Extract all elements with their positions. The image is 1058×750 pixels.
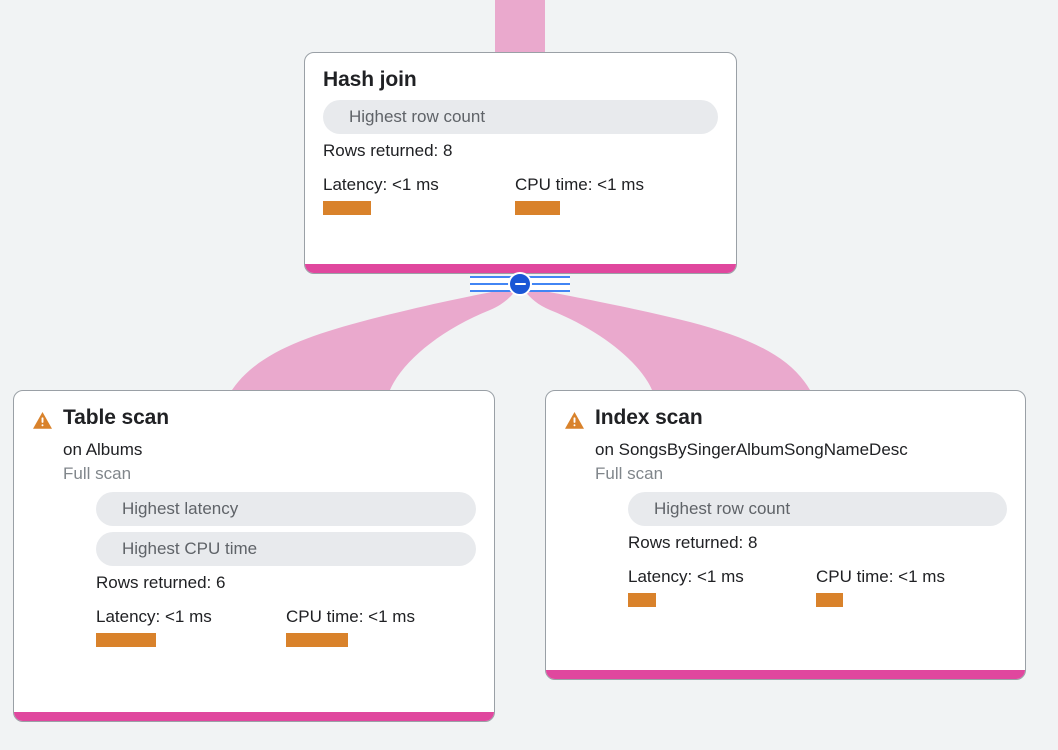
node-headings: Table scan on Albums Full scan [63,405,476,485]
metric-cpu-time-label: CPU time: <1 ms [286,607,415,626]
node-metrics: Latency: <1 ms CPU time: <1 ms [628,567,1007,607]
node-header: Table scan on Albums Full scan [32,405,476,485]
node-header: Hash join [323,67,718,93]
metric-latency-bar [96,633,156,647]
metric-latency-label: Latency: <1 ms [96,607,212,626]
metric-latency-label: Latency: <1 ms [628,567,744,586]
edge-hash-join-to-index-scan [524,288,810,390]
metric-latency: Latency: <1 ms [628,567,816,607]
metric-latency-bar [323,201,371,215]
edge-hash-join-to-table-scan [232,288,516,390]
metric-latency-bar [628,593,656,607]
metric-latency-label: Latency: <1 ms [323,175,439,194]
node-title: Index scan [595,406,703,429]
node-headings: Hash join [323,67,718,93]
node-body: Hash join Highest row count Rows returne… [305,53,736,264]
node-body: Table scan on Albums Full scan Highest l… [14,391,494,712]
node-metrics: Latency: <1 ms CPU time: <1 ms [323,175,718,215]
rows-returned-label: Rows returned: 6 [96,573,226,592]
node-subtitle: on Albums [63,440,143,459]
metric-cpu-time: CPU time: <1 ms [816,567,945,607]
metric-cpu-time: CPU time: <1 ms [515,175,644,215]
node-title: Table scan [63,406,169,429]
warning-triangle-icon [32,411,53,430]
node-header: Index scan on SongsBySingerAlbumSongName… [564,405,1007,485]
node-card-hash-join[interactable]: Hash join Highest row count Rows returne… [304,52,737,274]
node-accent-bar [14,712,494,721]
metric-cpu-time: CPU time: <1 ms [286,607,415,647]
metric-cpu-time-label: CPU time: <1 ms [816,567,945,586]
rows-returned-label: Rows returned: 8 [323,141,453,160]
node-scan-type: Full scan [63,464,132,483]
node-card-index-scan[interactable]: Index scan on SongsBySingerAlbumSongName… [545,390,1026,680]
node-chips: Highest row count [628,492,1007,526]
chip-highest-cpu-time[interactable]: Highest CPU time [96,532,476,566]
node-headings: Index scan on SongsBySingerAlbumSongName… [595,405,1007,485]
edge-inbound-hash-join [495,0,545,52]
node-metrics: Latency: <1 ms CPU time: <1 ms [96,607,476,647]
minus-circle-icon[interactable] [508,272,532,296]
node-card-table-scan[interactable]: Table scan on Albums Full scan Highest l… [13,390,495,722]
node-accent-bar [305,264,736,273]
node-accent-bar [546,670,1025,679]
chip-highest-row-count[interactable]: Highest row count [628,492,1007,526]
node-body: Index scan on SongsBySingerAlbumSongName… [546,391,1025,670]
chip-highest-row-count[interactable]: Highest row count [323,100,718,134]
metric-latency: Latency: <1 ms [323,175,515,215]
metric-cpu-time-bar [515,201,560,215]
metric-cpu-time-bar [286,633,348,647]
rows-returned-label: Rows returned: 8 [628,533,758,552]
node-title: Hash join [323,68,417,91]
metric-cpu-time-bar [816,593,843,607]
node-chips: Highest latency Highest CPU time [96,492,476,566]
collapse-toggle-group[interactable] [470,270,570,298]
node-scan-type: Full scan [595,464,664,483]
chip-highest-latency[interactable]: Highest latency [96,492,476,526]
warning-triangle-icon [564,411,585,430]
node-chips: Highest row count [323,100,718,134]
node-subtitle: on SongsBySingerAlbumSongNameDesc [595,440,908,459]
metric-cpu-time-label: CPU time: <1 ms [515,175,644,194]
metric-latency: Latency: <1 ms [96,607,286,647]
